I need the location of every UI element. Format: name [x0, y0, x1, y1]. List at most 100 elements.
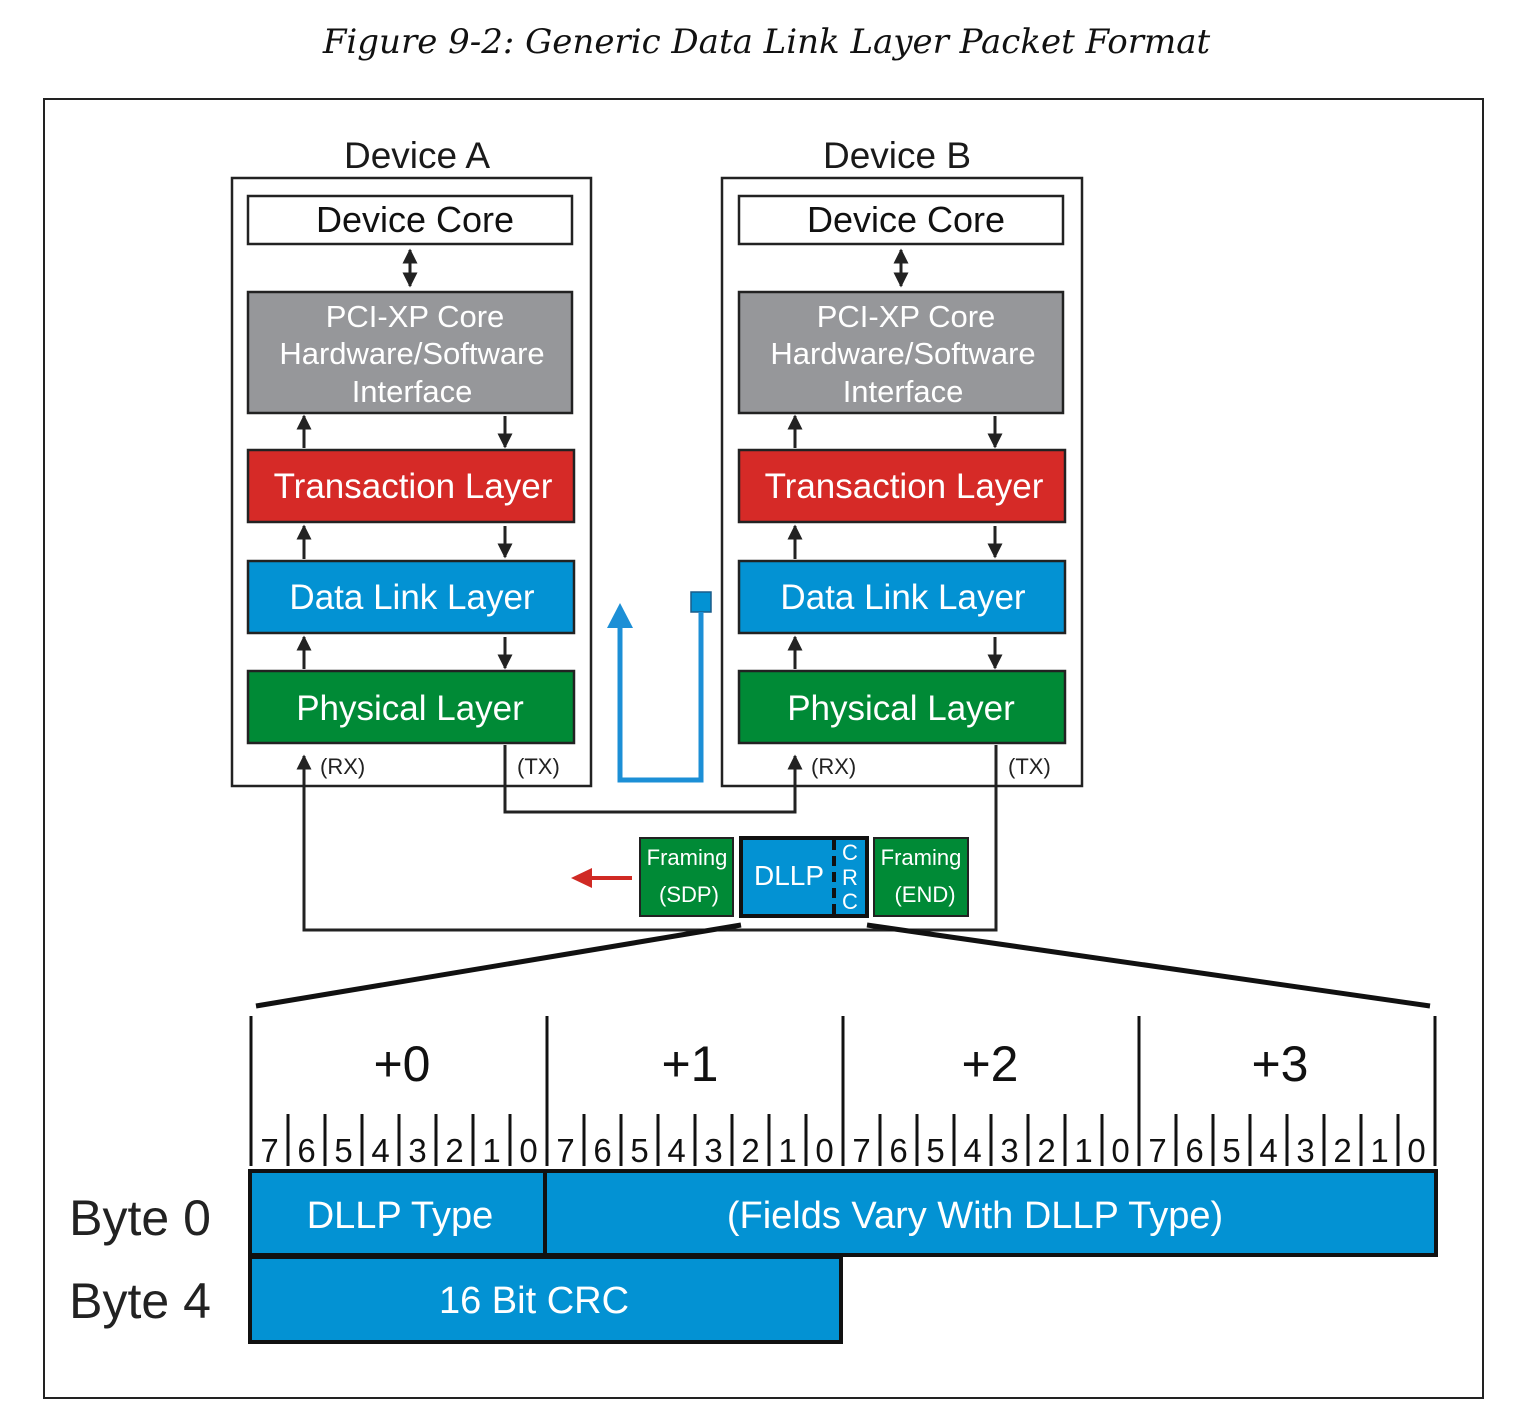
link-b-tx-to-a-rx: [296, 745, 998, 932]
bit-number: 6: [1185, 1132, 1203, 1169]
device-b-interface-line1: PCI-XP Core: [817, 299, 996, 334]
device-a-core-label: Device Core: [316, 199, 514, 240]
bit-number: 2: [1333, 1132, 1351, 1169]
device-b-transaction-layer: [737, 448, 1067, 524]
bit-number: 5: [926, 1132, 944, 1169]
device-a-physical-layer: [246, 669, 576, 745]
device-b-physical-label: Physical Layer: [787, 689, 1015, 728]
device-b-interface-line2: Hardware/Software: [770, 336, 1035, 371]
device-a-datalink-label: Data Link Layer: [289, 578, 534, 617]
bit-number: 3: [704, 1132, 722, 1169]
bit-number: 7: [556, 1132, 574, 1169]
device-b-datalink-layer: [737, 559, 1067, 635]
byte-offset-header: +1: [661, 1036, 718, 1092]
device-b-interface-line3: Interface: [843, 374, 964, 409]
field-dllp-type-label: DLLP Type: [307, 1195, 494, 1237]
device-b-datalink-label: Data Link Layer: [780, 578, 1025, 617]
bit-number: 7: [1148, 1132, 1166, 1169]
dllp-box: [739, 836, 869, 918]
device-b-core-box: [737, 194, 1065, 246]
device-b-interface-box: [737, 290, 1065, 415]
device-b-physical-layer: [737, 669, 1067, 745]
bit-number: 2: [1037, 1132, 1055, 1169]
zoom-line-left: [255, 922, 742, 1009]
device-b-box: [720, 176, 1084, 788]
bit-number: 6: [889, 1132, 907, 1169]
device-a-interface-line1: PCI-XP Core: [326, 299, 505, 334]
framing-end-box: [873, 837, 969, 917]
device-a-transaction-layer: [246, 448, 576, 524]
dllp-flow-path: [617, 612, 704, 783]
crc-letter-1: C: [842, 840, 858, 865]
framing-sdp-line1: Framing: [647, 845, 728, 870]
bit-number: 0: [519, 1132, 537, 1169]
dllp-label: DLLP: [754, 860, 824, 891]
device-a-core-box: [246, 194, 574, 246]
field-varies-label: (Fields Vary With DLLP Type): [727, 1195, 1223, 1237]
device-a-tx-label: (TX): [517, 754, 560, 779]
device-a-interface-box: [246, 290, 574, 415]
field-dllp-type: [248, 1169, 547, 1257]
field-varies-with-type: [543, 1169, 1438, 1257]
framing-end-line1: Framing: [881, 845, 962, 870]
device-b-rx-label: (RX): [811, 754, 856, 779]
bit-number: 5: [630, 1132, 648, 1169]
device-a-interface-line3: Interface: [352, 374, 473, 409]
bit-number: 6: [297, 1132, 315, 1169]
bit-number: 5: [1222, 1132, 1240, 1169]
bit-number: 1: [1074, 1132, 1092, 1169]
device-a-interface-line2: Hardware/Software: [279, 336, 544, 371]
bit-number: 2: [741, 1132, 759, 1169]
device-b-transaction-label: Transaction Layer: [765, 467, 1044, 506]
bit-number: 4: [667, 1132, 685, 1169]
bit-number: 4: [371, 1132, 389, 1169]
device-a-transaction-label: Transaction Layer: [274, 467, 553, 506]
direction-arrow-head: [571, 868, 592, 888]
byte-offset-header: +0: [373, 1036, 430, 1092]
link-a-tx-to-b-rx: [503, 745, 803, 814]
dllp-flow-arrowhead: [607, 603, 633, 628]
bit-number: 3: [1000, 1132, 1018, 1169]
bit-number: 3: [1296, 1132, 1314, 1169]
bit-number: 1: [778, 1132, 796, 1169]
dllp-flow-arrow: [607, 591, 712, 783]
dllp-source-square: [690, 591, 712, 613]
device-b: Device B Device Core PCI-XP Core Hardwar…: [720, 135, 1084, 788]
bit-number: 7: [260, 1132, 278, 1169]
device-a: Device A Device Core PCI-XP Core Hardwar…: [230, 135, 593, 788]
crc-letter-2: R: [842, 865, 858, 890]
bit-number: 5: [334, 1132, 352, 1169]
zoom-line-right: [866, 922, 1431, 1009]
bit-number: 4: [1259, 1132, 1277, 1169]
device-a-physical-label: Physical Layer: [296, 689, 524, 728]
figure-frame: [43, 98, 1484, 1399]
bit-number: 4: [963, 1132, 981, 1169]
bit-number: 3: [408, 1132, 426, 1169]
device-b-tx-label: (TX): [1008, 754, 1051, 779]
packet-on-wire: Framing (SDP) DLLP C R C Framing (END): [571, 836, 969, 918]
row-label-byte-4: Byte 4: [69, 1273, 211, 1329]
device-b-core-label: Device Core: [807, 199, 1005, 240]
device-a-datalink-layer: [246, 559, 576, 635]
bit-number: 1: [1370, 1132, 1388, 1169]
byte-offset-header: +2: [961, 1036, 1018, 1092]
crc-letter-3: C: [842, 889, 858, 914]
figure-caption: Figure 9-2: Generic Data Link Layer Pack…: [322, 22, 1211, 62]
bit-number: 2: [445, 1132, 463, 1169]
bit-number: 0: [1111, 1132, 1129, 1169]
field-crc-label: 16 Bit CRC: [439, 1280, 629, 1322]
device-a-box: [230, 176, 593, 788]
field-16-bit-crc: [248, 1255, 843, 1344]
framing-end-line2: (END): [894, 882, 955, 907]
device-a-rx-label: (RX): [320, 754, 365, 779]
device-b-title: Device B: [823, 135, 971, 176]
framing-sdp-box: [639, 837, 734, 917]
device-a-title: Device A: [344, 135, 490, 176]
bit-number: 1: [482, 1132, 500, 1169]
bit-number: 0: [815, 1132, 833, 1169]
bit-number: 6: [593, 1132, 611, 1169]
framing-sdp-line2: (SDP): [659, 882, 719, 907]
